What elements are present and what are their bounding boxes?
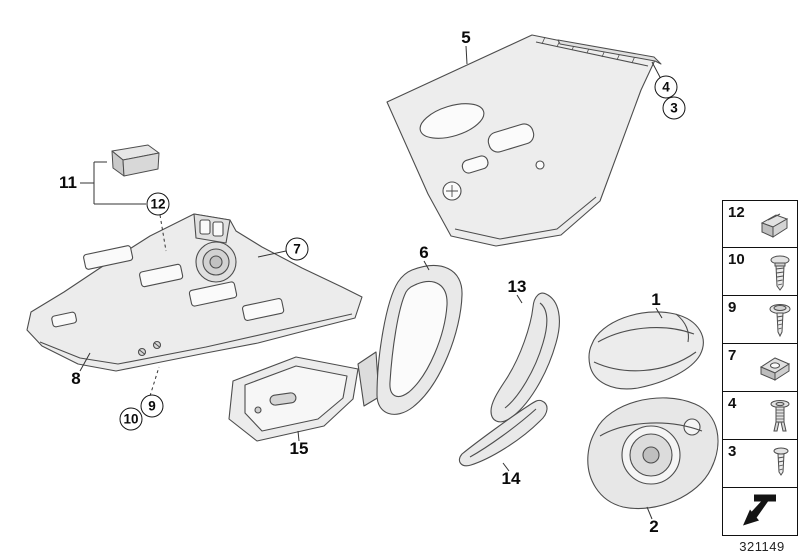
- expanding-rivet-icon: [768, 398, 792, 441]
- legend-label: 12: [728, 204, 745, 221]
- washer-screw-icon: [768, 302, 792, 347]
- legend-label: 4: [728, 395, 737, 412]
- part-4-3-fastener-strip: [557, 39, 662, 65]
- part-8-dash-lower-panel: [26, 213, 363, 372]
- legend-label: 9: [728, 299, 737, 316]
- part-14-trim-strip-lower: [458, 399, 548, 467]
- legend-label: 10: [728, 251, 745, 268]
- callout-8[interactable]: 8: [71, 369, 81, 388]
- legend-item-direction[interactable]: [722, 488, 798, 536]
- spring-clip-icon: [756, 207, 792, 250]
- legend-label: 7: [728, 347, 737, 364]
- part-5-underdash-panel: [386, 34, 656, 247]
- callout-14[interactable]: 14: [501, 469, 521, 488]
- callout-4[interactable]: 4: [654, 75, 678, 99]
- callout-7[interactable]: 7: [285, 237, 309, 261]
- legend-item-9[interactable]: 9: [722, 296, 798, 344]
- callout-5[interactable]: 5: [461, 28, 471, 47]
- callout-13[interactable]: 13: [507, 277, 527, 296]
- clip-nut-icon: [758, 350, 792, 389]
- diagram-number: 321149: [739, 539, 785, 554]
- callout-12[interactable]: 12: [146, 192, 170, 216]
- direction-of-travel-arrow-icon: [740, 489, 780, 534]
- part-11-oddments-box: [111, 144, 160, 177]
- part-15-glovebox-tray: [228, 356, 359, 442]
- legend-item-12[interactable]: 12: [722, 200, 798, 248]
- leader-lines: [79, 45, 663, 520]
- fastener-legend: 12 10: [722, 200, 798, 536]
- callout-6[interactable]: 6: [419, 243, 429, 262]
- callout-3[interactable]: 3: [662, 96, 686, 120]
- callout-9[interactable]: 9: [140, 394, 164, 418]
- small-screw-icon: [770, 446, 792, 487]
- part-13-trim-strip: [490, 292, 560, 423]
- legend-label: 3: [728, 443, 737, 460]
- part-6-trim-frame: [357, 265, 463, 415]
- legend-item-7[interactable]: 7: [722, 344, 798, 392]
- part-2-steering-column-lower-cover: [587, 397, 719, 509]
- callout-1[interactable]: 1: [651, 290, 661, 309]
- pan-head-screw-icon: [768, 254, 792, 299]
- callout-10[interactable]: 10: [119, 407, 143, 431]
- legend-item-4[interactable]: 4: [722, 392, 798, 440]
- part-1-steering-column-upper-cover: [588, 311, 704, 390]
- legend-item-10[interactable]: 10: [722, 248, 798, 296]
- callout-2[interactable]: 2: [649, 517, 659, 536]
- callout-15[interactable]: 15: [289, 439, 309, 458]
- callout-11[interactable]: 11: [59, 173, 77, 192]
- legend-item-3[interactable]: 3: [722, 440, 798, 488]
